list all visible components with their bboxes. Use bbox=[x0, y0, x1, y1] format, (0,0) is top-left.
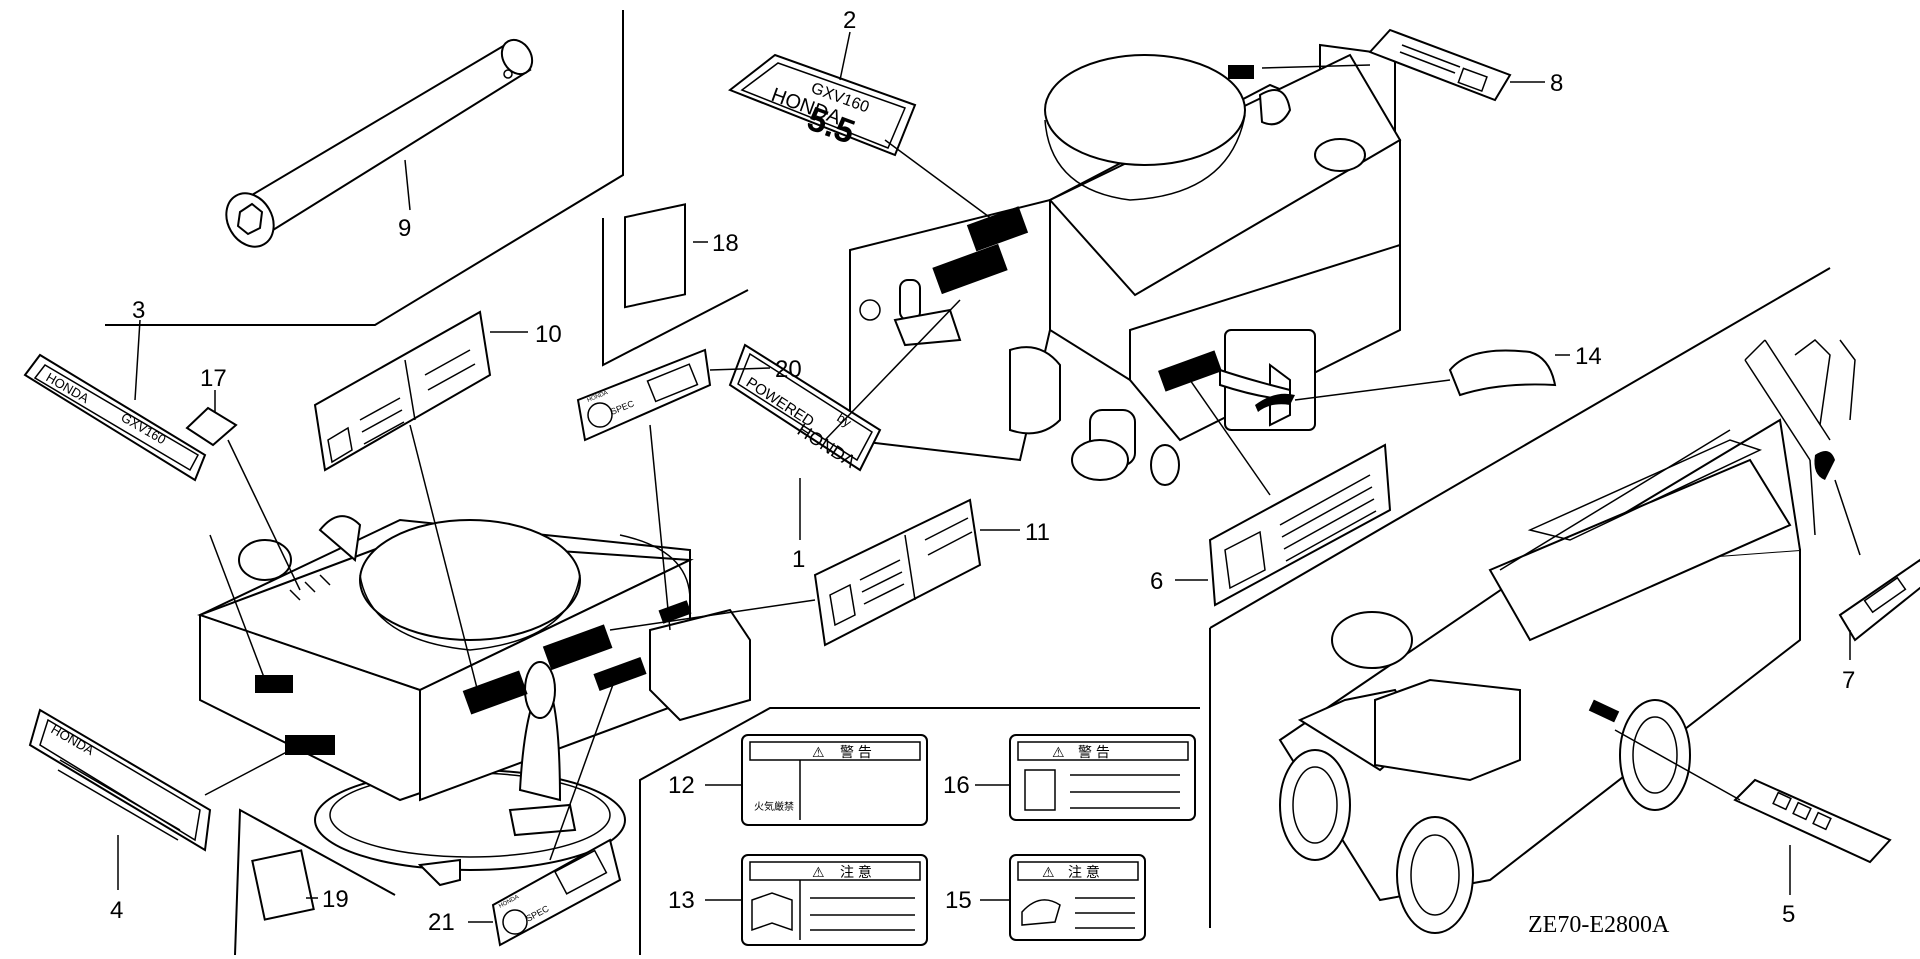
blank-sticker-19 bbox=[251, 849, 315, 921]
label-5 bbox=[1733, 778, 1892, 864]
warning-label-16: ⚠ 警 告 bbox=[1009, 734, 1196, 821]
warning-label-11 bbox=[813, 498, 982, 647]
engine-lower bbox=[197, 515, 751, 887]
callout-16: 16 bbox=[943, 772, 970, 799]
label-8 bbox=[1368, 28, 1512, 102]
label16-triangle: ⚠ bbox=[1052, 744, 1065, 760]
callout-10: 10 bbox=[535, 321, 562, 348]
callout-13: 13 bbox=[668, 887, 695, 914]
callout-19: 19 bbox=[322, 886, 349, 913]
label13-triangle: ⚠ bbox=[812, 864, 825, 880]
callout-18: 18 bbox=[712, 230, 739, 257]
separator-lines bbox=[105, 10, 1831, 956]
box-wrench bbox=[225, 38, 534, 248]
blank-sticker-18 bbox=[624, 203, 686, 309]
label-7 bbox=[1838, 558, 1920, 642]
callout-1: 1 bbox=[792, 546, 805, 573]
caution-label-15: ⚠ 注 意 bbox=[1009, 854, 1146, 941]
label13-header: 注 意 bbox=[840, 864, 872, 880]
callout-21: 21 bbox=[428, 909, 455, 936]
label-17 bbox=[185, 406, 238, 447]
label15-triangle: ⚠ bbox=[1042, 864, 1055, 880]
espec-label-21: HONDA SPEC bbox=[491, 838, 622, 947]
honda-plate-4: HONDA bbox=[28, 708, 212, 852]
callout-17: 17 bbox=[200, 365, 227, 392]
callout-15: 15 bbox=[945, 887, 972, 914]
warning-label-6 bbox=[1208, 443, 1392, 607]
callout-11: 11 bbox=[1025, 519, 1050, 546]
engine-upper bbox=[849, 43, 1402, 486]
callout-14: 14 bbox=[1575, 343, 1602, 370]
callout-2: 2 bbox=[843, 7, 856, 34]
label-14 bbox=[1448, 349, 1557, 397]
honda-gxv160-plate-3: HONDA GXV160 bbox=[23, 353, 207, 482]
callout-5: 5 bbox=[1782, 901, 1795, 928]
label16-header: 警 告 bbox=[1078, 744, 1110, 760]
label12-header: 警 告 bbox=[840, 744, 872, 760]
warning-label-12: ⚠ 警 告 火気厳禁 bbox=[741, 734, 928, 826]
callouts: 1 2 3 4 5 6 7 8 9 10 11 12 13 14 15 16 1… bbox=[110, 7, 1855, 936]
callout-12: 12 bbox=[668, 772, 695, 799]
callout-6: 6 bbox=[1150, 568, 1163, 595]
callout-9: 9 bbox=[398, 215, 411, 242]
gxv160-emblem: GXV160 HONDA 5.5 bbox=[728, 53, 917, 157]
lawn-mower bbox=[1278, 339, 1856, 934]
callout-8: 8 bbox=[1550, 70, 1563, 97]
diagram-code: ZE70-E2800A bbox=[1528, 912, 1670, 938]
label12-side: 火気厳禁 bbox=[754, 800, 794, 813]
callout-4: 4 bbox=[110, 897, 123, 924]
espec-label-20: HONDA SPEC bbox=[576, 348, 712, 442]
callout-20: 20 bbox=[775, 356, 802, 383]
callout-7: 7 bbox=[1842, 667, 1855, 694]
warning-label-10 bbox=[313, 310, 492, 472]
label15-header: 注 意 bbox=[1068, 864, 1100, 880]
callout-3: 3 bbox=[132, 297, 145, 324]
caution-label-13: ⚠ 注 意 bbox=[741, 854, 928, 946]
label12-triangle: ⚠ bbox=[812, 744, 825, 760]
